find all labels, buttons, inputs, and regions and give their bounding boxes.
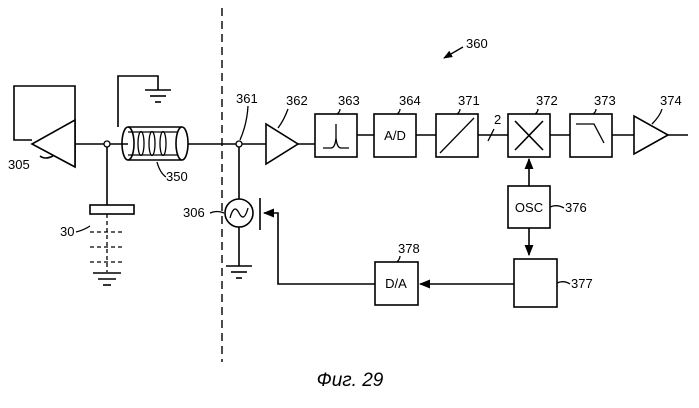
leader-361 (240, 106, 248, 140)
bus-width-label: 2 (494, 112, 501, 127)
ref-374: 374 (660, 93, 682, 108)
leader-378 (397, 256, 400, 262)
lowpass-filter-373 (570, 114, 612, 157)
junction-node-361 (236, 141, 242, 147)
amp-305-lead (40, 156, 53, 158)
ground-icon-shield (145, 90, 171, 102)
leader-350 (157, 162, 166, 177)
ref-305: 305 (8, 157, 30, 172)
amplifier-305 (32, 120, 75, 167)
dac-label: D/A (385, 276, 407, 291)
control-block-377 (514, 259, 557, 307)
ground-icon-cap (93, 273, 121, 285)
ref-363: 363 (338, 93, 360, 108)
ref-350: 350 (166, 169, 188, 184)
leader-362 (278, 109, 288, 128)
leader-377 (557, 282, 570, 284)
ref-30: 30 (60, 224, 74, 239)
ref-373: 373 (594, 93, 616, 108)
leader-306 (210, 212, 224, 214)
ref-364: 364 (399, 93, 421, 108)
leader-376 (550, 206, 564, 208)
dac-feedback-arrow (264, 213, 375, 284)
ref-378: 378 (398, 241, 420, 256)
osc-label: OSC (515, 200, 543, 215)
ref-371: 371 (458, 93, 480, 108)
coax-cable-350 (122, 127, 188, 160)
ref-360-arrow (444, 47, 463, 58)
capacitor-plate (90, 205, 134, 214)
amplifier-374 (634, 116, 668, 154)
amplifier-362 (266, 124, 298, 164)
ground-icon-source (226, 266, 252, 278)
leader-30 (76, 226, 90, 232)
ref-372: 372 (536, 93, 558, 108)
ref-306: 306 (183, 205, 205, 220)
ref-362: 362 (286, 93, 308, 108)
shield-ground-wire (118, 76, 158, 127)
figure-caption: Фиг. 29 (317, 370, 384, 391)
ref-361: 361 (236, 91, 258, 106)
junction-node-left (104, 141, 110, 147)
leader-374 (652, 109, 662, 124)
ref-376: 376 (565, 200, 587, 215)
ref-377: 377 (571, 276, 593, 291)
adc-label: A/D (384, 128, 406, 143)
ref-360: 360 (466, 36, 488, 51)
